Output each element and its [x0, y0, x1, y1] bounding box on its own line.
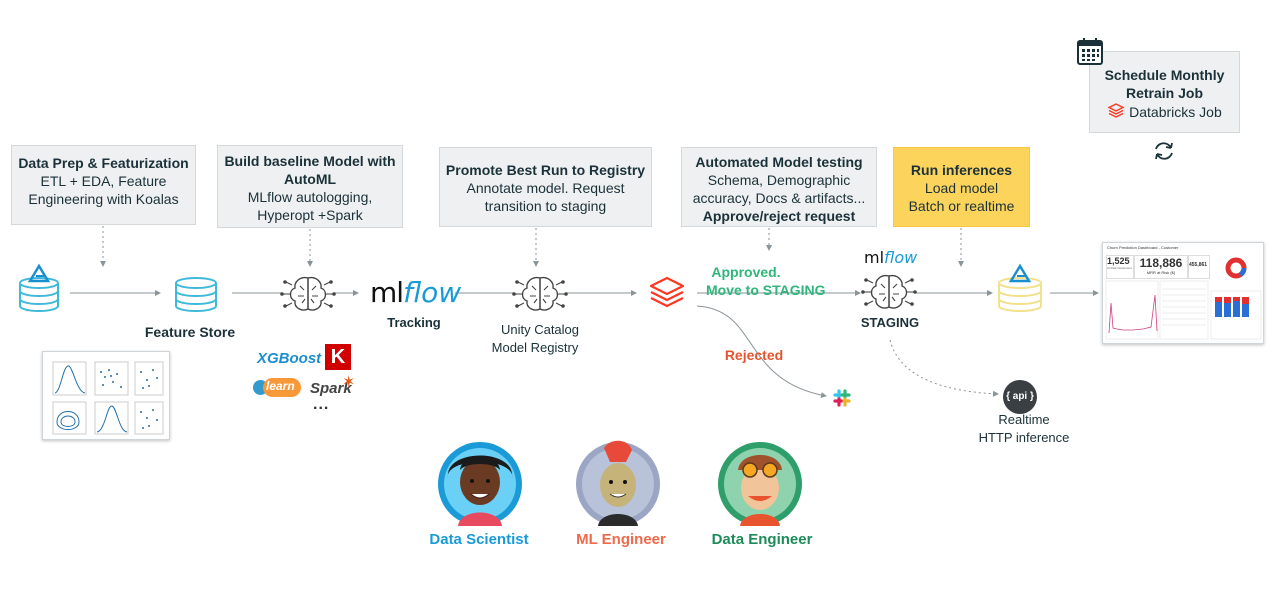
baseline-box: Build baseline Model with AutoML MLflow …: [217, 145, 403, 228]
schedule-title1: Schedule Monthly: [1104, 67, 1225, 83]
promote-title: Promote Best Run to Registry: [445, 162, 646, 178]
inference-box: Run inferences Load model Batch or realt…: [893, 147, 1030, 227]
baseline-title1: Build baseline Model with: [224, 153, 396, 169]
dashboard-charts: [1105, 257, 1262, 340]
inference-line2: Batch or realtime: [908, 198, 1015, 214]
schedule-box: Schedule Monthly Retrain Job Databricks …: [1089, 51, 1240, 133]
data-scientist-avatar: [438, 442, 522, 526]
testing-line3: Approve/reject request: [702, 208, 856, 224]
inference-title: Run inferences: [910, 162, 1013, 178]
sklearn-logo: learn: [253, 378, 301, 398]
databricks-icon: [1107, 103, 1125, 118]
eda-scatter-matrix: [42, 351, 170, 440]
approved-label-1: Approved.: [711, 264, 781, 280]
eda-plots: [52, 361, 164, 435]
testing-line1: Schema, Demographic: [707, 172, 851, 188]
data-prep-line1: ETL + EDA, Feature: [40, 173, 167, 189]
baseline-line2: Hyperopt +Spark: [257, 207, 363, 223]
promote-box: Promote Best Run to Registry Annotate mo…: [439, 147, 652, 227]
mlflow-logo-staging: mlflow: [864, 248, 918, 267]
registry-label-2: Model Registry: [491, 340, 579, 355]
feature-store-label: Feature Store: [144, 324, 236, 340]
dashboard-title: Churn Prediction Dashboard - Customer: [1107, 245, 1179, 250]
tracking-label: Tracking: [387, 315, 441, 330]
baseline-title2: AutoML: [283, 171, 337, 187]
rejected-label: Rejected: [724, 347, 784, 363]
inference-line1: Load model: [924, 180, 999, 196]
data-prep-line2: Engineering with Koalas: [28, 191, 179, 207]
staging-label: STAGING: [860, 315, 920, 330]
realtime-label-1: Realtime: [998, 412, 1050, 427]
promote-line2: transition to staging: [484, 198, 607, 214]
churn-dashboard-thumbnail: Churn Prediction Dashboard - Customer 1,…: [1102, 242, 1264, 344]
more-libs-ellipsis: ...: [313, 396, 330, 413]
dashboard-kpi1: 1,525 At Risk Customers: [1106, 255, 1134, 279]
persona-ml-engineer: ML Engineer: [576, 531, 666, 548]
api-icon: { api }: [1003, 380, 1037, 414]
testing-box: Automated Model testing Schema, Demograp…: [681, 147, 877, 227]
data-prep-box: Data Prep & Featurization ETL + EDA, Fea…: [11, 145, 196, 225]
brain-icon-registry: [511, 276, 569, 311]
dashboard-kpi2: 118,886 MRR at Risk ($): [1134, 255, 1188, 279]
persona-data-scientist: Data Scientist: [429, 531, 529, 548]
realtime-label-2: HTTP inference: [978, 430, 1070, 445]
ml-engineer-avatar: [576, 440, 660, 526]
schedule-title2: Retrain Job: [1125, 85, 1203, 101]
schedule-line1: Databricks Job: [1090, 102, 1239, 121]
approved-label-2: Move to STAGING: [706, 282, 826, 298]
testing-line2: accuracy, Docs & artifacts...: [692, 190, 866, 206]
promote-line1: Annotate model. Request: [466, 180, 625, 196]
mlflow-logo-tracking: mlflow: [370, 276, 462, 310]
keras-logo: K: [325, 344, 351, 370]
persona-data-engineer: Data Engineer: [711, 531, 813, 548]
testing-title: Automated Model testing: [695, 154, 863, 170]
dashboard-kpi3: 455,861: [1188, 255, 1210, 279]
data-prep-title: Data Prep & Featurization: [18, 155, 189, 171]
brain-icon-staging: [860, 274, 918, 309]
xgboost-logo: XGBoost: [257, 350, 322, 367]
mlflow-logo-flow: flow: [403, 276, 462, 309]
mlflow-logo-ml: ml: [370, 276, 404, 309]
registry-label-1: Unity Catalog: [500, 322, 580, 337]
spark-logo: Spark ✶: [310, 374, 356, 397]
baseline-line1: MLflow autologging,: [247, 189, 373, 205]
brain-icon-automl: [279, 276, 337, 311]
data-engineer-avatar: [718, 442, 802, 526]
